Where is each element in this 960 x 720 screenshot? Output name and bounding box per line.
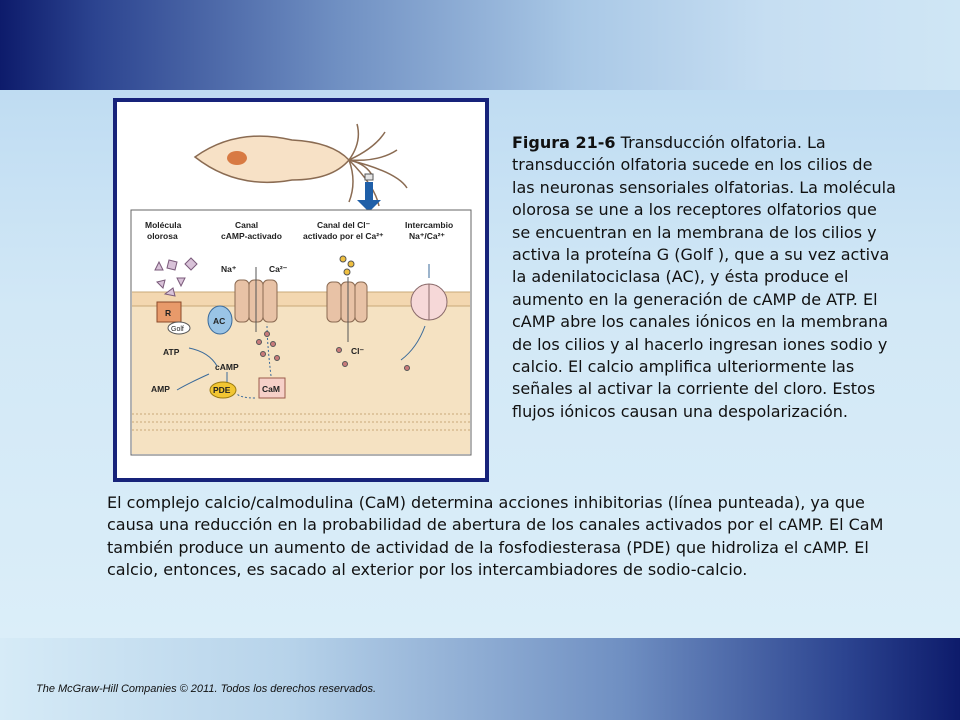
label-camp-channel-2: cAMP-activado [221,231,282,241]
amp-label: AMP [151,384,170,394]
receptor-label: R [165,308,171,318]
copyright-footer: The McGraw-Hill Companies © 2011. Todos … [36,683,377,695]
pathway-arrows [176,323,272,399]
receptor-shape [156,301,182,323]
label-camp-channel-1: Canal [235,220,258,230]
neuron-illustration [193,123,408,207]
ac-shape [207,305,233,335]
zoom-arrow-icon [357,182,381,212]
ion-dots [256,331,410,371]
olfactory-diagram: Molécula olorosa Canal cAMP-activado Can… [130,123,472,456]
olfactory-transduction-figure: Molécula olorosa Canal cAMP-activado Can… [113,98,489,482]
pde-shape [209,381,237,399]
camp-channel [234,267,278,332]
label-cl-channel-2: activado por el Ca²⁺ [303,231,384,241]
cl-label: Cl⁻ [351,346,365,356]
membrane-inset [130,209,472,456]
golf-label: Golf [171,326,184,333]
pde-label: PDE [213,385,231,395]
na-label: Na⁺ [221,264,237,274]
label-molecule-2: olorosa [147,231,178,241]
golf-shape [167,321,191,335]
header-gradient [0,0,960,90]
cl-channel [326,255,368,342]
cam-label: CaM [262,384,280,394]
na-ca-exchanger [400,264,448,361]
footer-gradient [0,638,960,720]
atp-label: ATP [163,347,180,357]
figure-caption: Figura 21-6 Transducción olfatoria. La t… [512,132,897,423]
label-cl-channel-1: Canal del Cl⁻ [317,220,371,230]
ca-label: Ca²⁻ [269,264,288,274]
body-paragraph: El complejo calcio/calmodulina (CaM) det… [107,493,884,580]
label-exchanger-1: Intercambio [405,220,453,230]
label-molecule-1: Molécula [145,220,182,230]
figure-number: Figura 21-6 [512,133,616,152]
camp-label: cAMP [215,362,239,372]
cam-shape [258,377,286,399]
ac-label: AC [213,316,225,326]
odorant-molecules [154,257,198,297]
label-exchanger-2: Na⁺/Ca²⁺ [409,231,445,241]
caption-text: Transducción olfatoria. La transducción … [512,133,896,421]
